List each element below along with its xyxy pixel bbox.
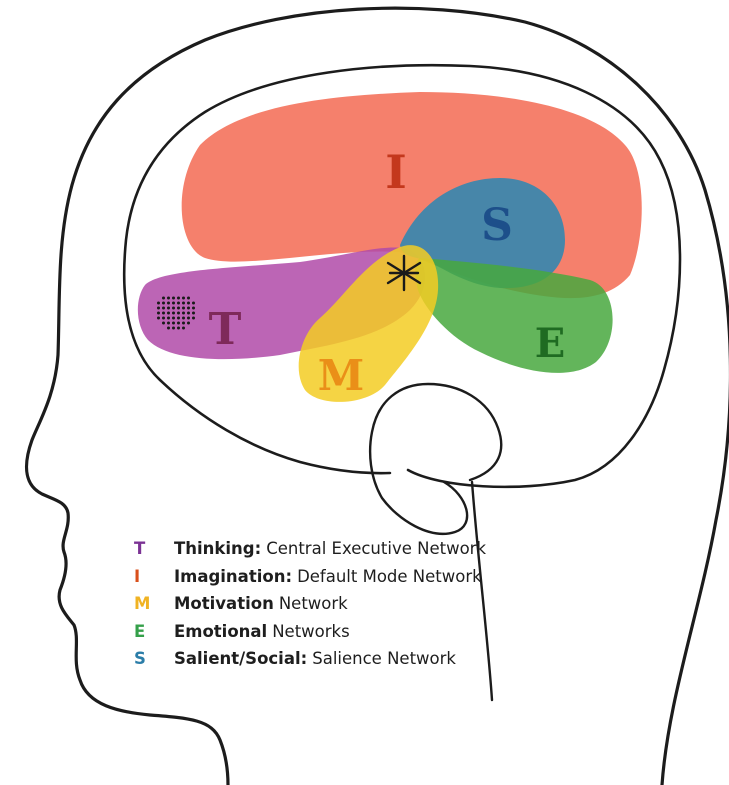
legend-letter: M bbox=[134, 594, 151, 613]
legend-letter: E bbox=[134, 621, 146, 641]
dot bbox=[157, 306, 160, 310]
dot bbox=[182, 296, 185, 300]
dot-cluster bbox=[157, 296, 195, 330]
legend-row: S Salient/Social:Salience Network bbox=[128, 649, 486, 677]
cerebellum-outline bbox=[368, 382, 503, 535]
legend-description: Central Executive Network bbox=[266, 539, 486, 558]
legend-description: Default Mode Network bbox=[297, 566, 482, 586]
legend-letter: S bbox=[134, 649, 146, 668]
dot bbox=[192, 306, 195, 310]
legend-term: Thinking bbox=[174, 539, 255, 558]
dot bbox=[172, 296, 175, 300]
dot bbox=[177, 306, 180, 310]
dot bbox=[157, 301, 160, 305]
dot bbox=[177, 321, 180, 325]
imagination-letter: I bbox=[385, 145, 407, 199]
dot bbox=[172, 306, 175, 310]
legend-description: Network bbox=[278, 594, 348, 613]
legend-term: Imagination bbox=[174, 566, 286, 586]
legend-description: Networks bbox=[272, 621, 350, 641]
brain-outline bbox=[122, 63, 682, 489]
dot bbox=[192, 311, 195, 315]
dot bbox=[187, 306, 190, 310]
dot bbox=[187, 311, 190, 315]
dot bbox=[187, 321, 190, 325]
dot bbox=[177, 301, 180, 305]
dot bbox=[192, 316, 195, 320]
dot bbox=[192, 301, 195, 305]
dot bbox=[187, 296, 190, 300]
dot bbox=[167, 301, 170, 305]
dot bbox=[157, 316, 160, 320]
star-icon bbox=[386, 254, 422, 292]
dot bbox=[162, 301, 165, 305]
dot bbox=[172, 311, 175, 315]
motivation-letter: M bbox=[318, 351, 365, 400]
legend-description: Salience Network bbox=[312, 649, 456, 668]
dot bbox=[182, 316, 185, 320]
legend-row: T Thinking:Central Executive Network bbox=[128, 539, 486, 567]
dot bbox=[162, 311, 165, 315]
legend-term: Motivation bbox=[174, 594, 274, 613]
dot bbox=[167, 316, 170, 320]
brainstem-outline bbox=[470, 480, 494, 702]
dot bbox=[167, 321, 170, 325]
dot bbox=[162, 321, 165, 325]
emotional-region bbox=[415, 258, 613, 373]
dot bbox=[187, 316, 190, 320]
dot bbox=[172, 316, 175, 320]
dot bbox=[162, 306, 165, 310]
legend-separator: : bbox=[285, 566, 293, 586]
salience-letter: S bbox=[481, 200, 513, 251]
legend-row: I Imagination:Default Mode Network bbox=[128, 567, 486, 595]
dot bbox=[172, 301, 175, 305]
dot bbox=[167, 296, 170, 300]
legend-letter: T bbox=[134, 539, 146, 558]
legend-term: Emotional bbox=[174, 621, 268, 641]
dot bbox=[172, 326, 175, 330]
dot bbox=[182, 311, 185, 315]
dot bbox=[182, 326, 185, 330]
dot bbox=[157, 311, 160, 315]
dot bbox=[167, 311, 170, 315]
dot bbox=[187, 301, 190, 305]
head-outline bbox=[24, 6, 729, 785]
dot bbox=[177, 316, 180, 320]
dot bbox=[182, 306, 185, 310]
legend-letter: I bbox=[134, 566, 141, 586]
legend-term: Salient/Social bbox=[174, 649, 301, 668]
dot bbox=[177, 311, 180, 315]
legend-separator: : bbox=[254, 539, 262, 558]
dot bbox=[177, 326, 180, 330]
dot bbox=[167, 326, 170, 330]
dot bbox=[172, 321, 175, 325]
thinking-letter: T bbox=[209, 304, 242, 355]
dot bbox=[177, 296, 180, 300]
dot bbox=[182, 321, 185, 325]
dot bbox=[167, 306, 170, 310]
emotional-letter: E bbox=[535, 320, 566, 367]
legend-separator: : bbox=[300, 649, 308, 668]
dot bbox=[182, 301, 185, 305]
dot bbox=[162, 316, 165, 320]
dot bbox=[162, 296, 165, 300]
